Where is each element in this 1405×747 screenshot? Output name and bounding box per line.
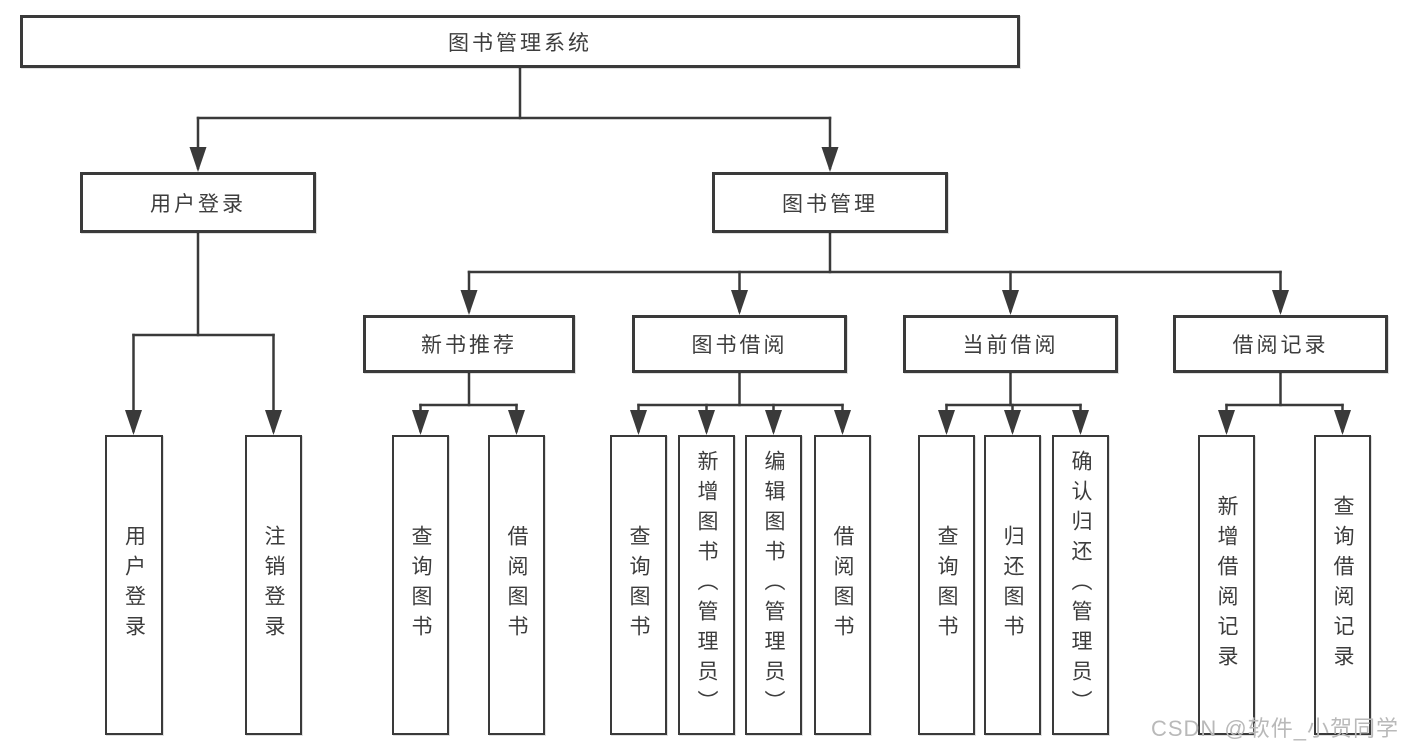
leaf-logout: 注销登录 [245,435,302,735]
node-user-login: 用户登录 [80,172,316,233]
node-library-management-system: 图书管理系统 [20,15,1020,68]
leaf-query-books-recommend: 查询图书 [392,435,449,735]
node-label: 借阅图书 [831,525,854,645]
leaf-add-book-admin: 新增图书（管理员） [678,435,735,735]
connector-current-borrowing-children [938,371,1089,435]
leaf-user-login: 用户登录 [105,435,163,735]
node-book-borrowing: 图书借阅 [632,315,847,373]
node-label: 注销登录 [262,525,285,645]
connector-book-management-children [460,231,1289,315]
leaf-add-borrow-record: 新增借阅记录 [1198,435,1255,735]
node-label: 用户登录 [122,525,146,645]
node-label: 图书管理系统 [448,31,592,55]
node-label: 编辑图书（管理员） [762,450,785,720]
leaf-query-borrow-record: 查询借阅记录 [1314,435,1371,735]
connector-new-book-recommendation-children [412,371,525,435]
node-label: 查询图书 [935,525,958,645]
node-label: 查询图书 [627,525,650,645]
node-label: 借阅图书 [505,525,528,645]
leaf-query-books-borrowing: 查询图书 [610,435,667,735]
leaf-return-books: 归还图书 [984,435,1041,735]
node-label: 归还图书 [1001,525,1024,645]
node-label: 图书借阅 [691,334,788,357]
connector-book-borrowing-children [630,371,851,435]
node-label: 新书推荐 [421,334,517,357]
node-label: 查询借阅记录 [1331,495,1354,675]
node-label: 新增图书（管理员） [695,450,718,720]
leaf-borrow-books-recommend: 借阅图书 [488,435,545,735]
node-label: 确认归还（管理员） [1069,450,1092,720]
node-current-borrowing: 当前借阅 [903,315,1118,373]
node-borrowing-records: 借阅记录 [1173,315,1388,373]
node-label: 当前借阅 [962,334,1059,357]
node-label: 用户登录 [150,192,246,216]
connector-root-children [189,66,839,172]
connector-borrowing-records-children [1218,371,1351,435]
leaf-confirm-return-admin: 确认归还（管理员） [1052,435,1109,735]
connector-user-login-children [125,231,282,435]
leaf-borrow-books-borrowing: 借阅图书 [814,435,871,735]
node-label: 查询图书 [409,525,432,645]
node-book-management: 图书管理 [712,172,948,233]
node-label: 借阅记录 [1232,334,1329,357]
leaf-query-books-current: 查询图书 [918,435,975,735]
node-label: 新增借阅记录 [1215,495,1238,675]
node-label: 图书管理 [782,192,878,216]
csdn-watermark: CSDN @软件_小贺同学 [1150,716,1399,741]
leaf-edit-book-admin: 编辑图书（管理员） [745,435,802,735]
node-new-book-recommendation: 新书推荐 [363,315,575,373]
